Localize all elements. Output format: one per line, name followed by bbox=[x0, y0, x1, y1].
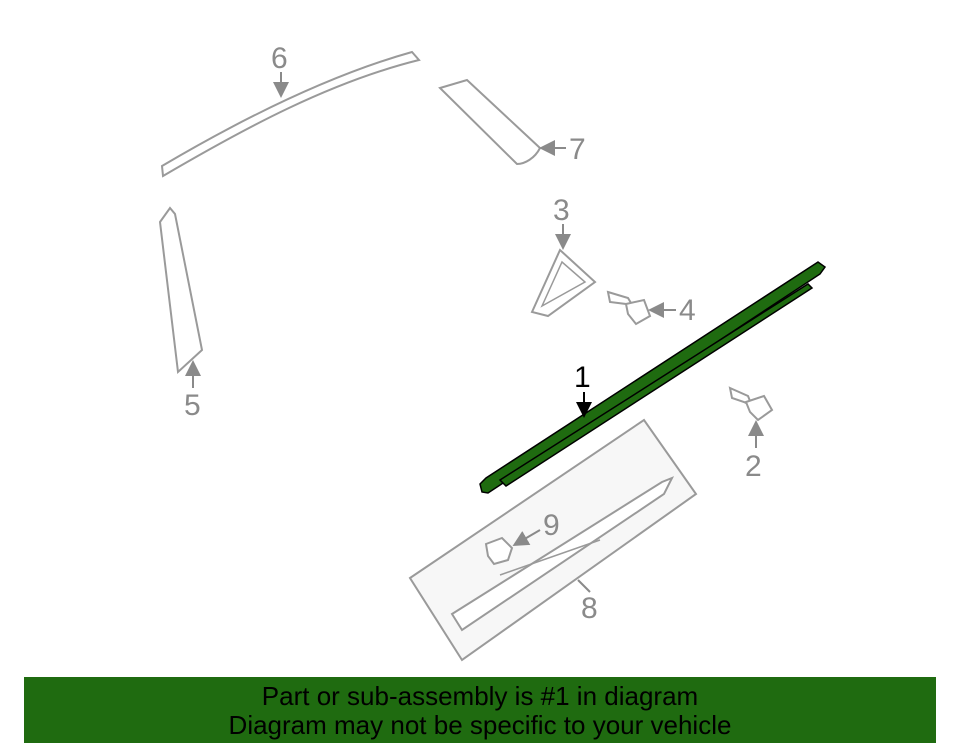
roof-molding-part[interactable] bbox=[160, 50, 421, 178]
callout-8-label: 8 bbox=[581, 592, 598, 625]
info-banner: Part or sub-assembly is #1 in diagram Di… bbox=[24, 677, 936, 743]
a-pillar-molding-part[interactable] bbox=[158, 206, 204, 375]
callout-7-label: 7 bbox=[569, 133, 586, 166]
clip-part[interactable] bbox=[484, 536, 514, 566]
callout-4-label: 4 bbox=[679, 294, 696, 327]
screw-part-2[interactable] bbox=[728, 386, 774, 422]
rear-pillar-molding-part[interactable] bbox=[438, 78, 542, 166]
screw-part-4[interactable] bbox=[606, 290, 652, 326]
rocker-molding-kit-part[interactable] bbox=[408, 418, 698, 662]
callout-3-label: 3 bbox=[553, 194, 570, 227]
callout-6-label: 6 bbox=[271, 42, 288, 75]
callout-1-label: 1 bbox=[574, 361, 591, 394]
belt-molding-part[interactable] bbox=[479, 261, 827, 494]
callout-5-label: 5 bbox=[184, 389, 201, 422]
callout-9-label: 9 bbox=[543, 509, 560, 542]
callout-9-leader bbox=[512, 529, 541, 547]
banner-line-2: Diagram may not be specific to your vehi… bbox=[228, 710, 732, 740]
mirror-trim-part[interactable] bbox=[530, 248, 597, 318]
banner-line-1: Part or sub-assembly is #1 in diagram bbox=[261, 681, 699, 711]
callout-2-label: 2 bbox=[745, 450, 762, 483]
callout-8-leader bbox=[577, 579, 591, 593]
